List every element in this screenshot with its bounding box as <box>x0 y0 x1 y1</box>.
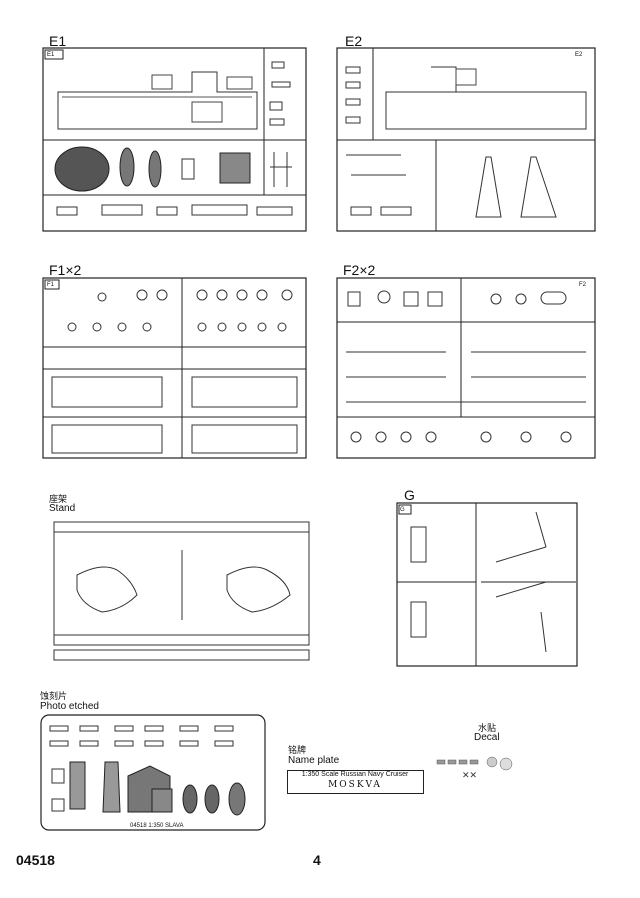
stand-title-cn: 座架 <box>49 495 68 505</box>
sprue-e1-title: E1 <box>49 33 67 49</box>
name-plate-line2: MOSKVA <box>328 780 382 790</box>
photo-etched-caption: 04518 1:350 SLAVA <box>130 823 184 829</box>
sprue-f2-title: F2×2 <box>343 262 376 278</box>
sprue-f1-title: F1×2 <box>49 262 82 278</box>
svg-text:✕✕: ✕✕ <box>462 771 477 781</box>
decal-drawing: ✕✕ <box>436 756 513 781</box>
sprue-e1-tag: E1 <box>47 52 55 58</box>
sprue-f2-tag: F2 <box>579 282 587 288</box>
sprue-g-tag: G <box>400 507 405 513</box>
sprue-e1 <box>42 47 307 232</box>
sprue-f2 <box>336 277 596 459</box>
sprue-e2-drawing <box>336 47 596 232</box>
sprue-f1 <box>42 277 307 459</box>
sprue-e2-title: E2 <box>345 33 363 49</box>
page-number: 4 <box>313 852 321 868</box>
name-plate-title-cn: 铭牌 <box>288 746 307 756</box>
photo-etched-title-en: Photo etched <box>40 701 99 712</box>
photo-etched-title-cn: 蚀刻片 <box>40 692 68 702</box>
sprue-f1-drawing <box>42 277 307 459</box>
sprue-e2 <box>336 47 596 232</box>
sprue-f2-drawing <box>336 277 596 459</box>
sprue-e1-drawing <box>42 47 307 232</box>
decal-title-cn: 水贴 <box>478 724 497 734</box>
sprue-g-drawing <box>396 502 578 667</box>
kit-number: 04518 <box>16 852 55 868</box>
sprue-stand <box>42 520 322 670</box>
decal-sheet: ✕✕ <box>432 752 522 792</box>
sprue-g-title: G <box>404 487 415 503</box>
photo-etched-fret <box>40 714 266 831</box>
stand-title-en: Stand <box>49 503 76 514</box>
decal-title-en: Decal <box>474 732 500 743</box>
name-plate-box <box>287 770 424 794</box>
sprue-f1-tag: F1 <box>47 282 55 288</box>
sprue-g <box>396 502 578 667</box>
photo-etched-drawing <box>40 714 266 831</box>
sprue-e2-tag: E2 <box>575 52 583 58</box>
name-plate-line1: 1:350 Scale Russian Navy Cruiser <box>301 771 409 778</box>
name-plate-title-en: Name plate <box>288 755 340 766</box>
stand-drawing <box>53 521 310 661</box>
